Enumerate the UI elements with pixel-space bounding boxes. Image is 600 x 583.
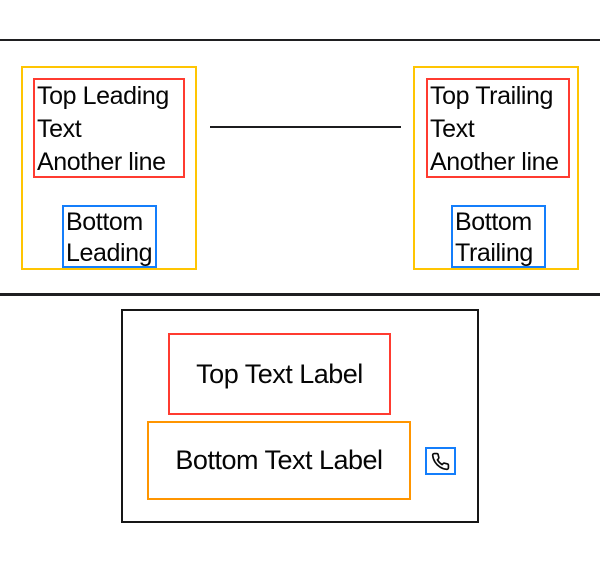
- trailing-group-container: Top Trailing Text Another line Bottom Tr…: [413, 66, 579, 270]
- middle-divider-line: [0, 293, 600, 296]
- text-line: Another line: [430, 148, 559, 176]
- bottom-leading-text: Bottom Leading: [64, 207, 155, 269]
- top-text-label: Top Text Label: [196, 358, 363, 389]
- phone-icon: [431, 452, 450, 471]
- phone-button[interactable]: [425, 447, 456, 475]
- top-text-label-box: Top Text Label: [168, 333, 391, 415]
- text-line: Top Trailing: [430, 82, 554, 110]
- top-leading-text-box: Top Leading Text Another line: [33, 78, 185, 178]
- top-trailing-text: Top Trailing Text Another line: [428, 80, 568, 179]
- leading-group-container: Top Leading Text Another line Bottom Lea…: [21, 66, 197, 270]
- bottom-text-label-box: Bottom Text Label: [147, 421, 411, 500]
- text-line: Text: [37, 115, 82, 143]
- text-line: Bottom: [455, 208, 532, 236]
- top-trailing-text-box: Top Trailing Text Another line: [426, 78, 570, 178]
- text-line: Text: [430, 115, 475, 143]
- text-line: Top Leading: [37, 82, 169, 110]
- bottom-trailing-text-box: Bottom Trailing: [451, 205, 546, 268]
- label-card-container: Top Text Label Bottom Text Label: [121, 309, 479, 523]
- top-leading-text: Top Leading Text Another line: [35, 80, 183, 179]
- text-line: Trailing: [455, 239, 533, 267]
- bottom-trailing-text: Bottom Trailing: [453, 207, 544, 269]
- bottom-leading-text-box: Bottom Leading: [62, 205, 157, 268]
- text-line: Bottom: [66, 208, 143, 236]
- text-line: Another line: [37, 148, 166, 176]
- top-divider-line: [0, 39, 600, 41]
- bottom-text-label: Bottom Text Label: [175, 445, 383, 475]
- connector-line: [210, 126, 401, 128]
- text-line: Leading: [66, 239, 153, 267]
